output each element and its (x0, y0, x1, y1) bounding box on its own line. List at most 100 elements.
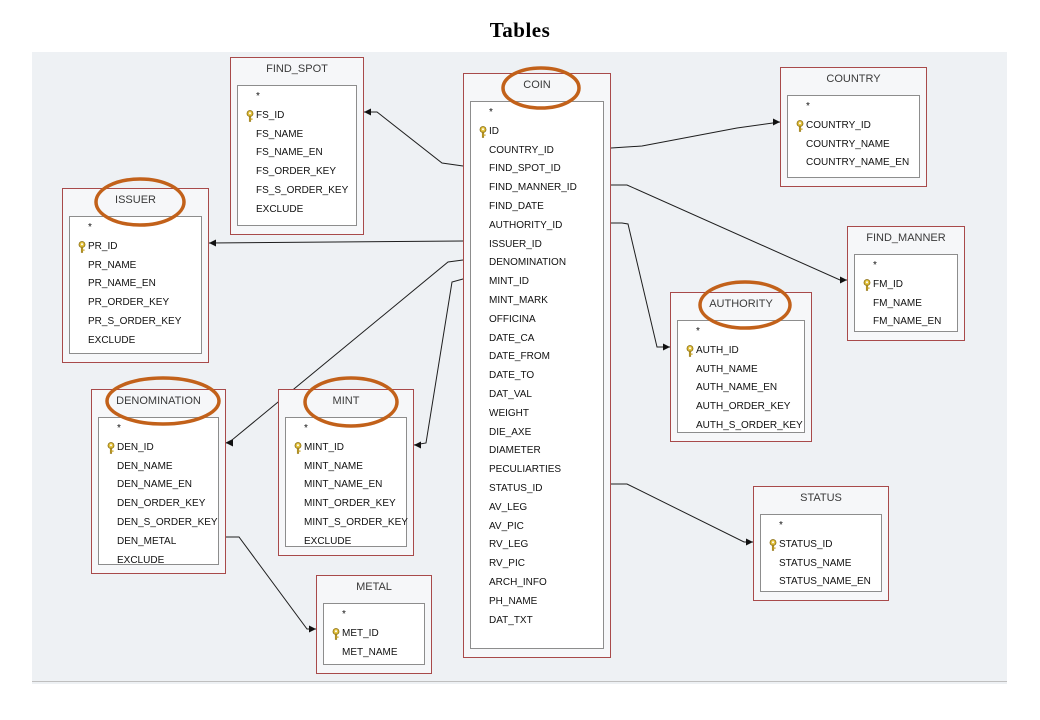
field-label: * (256, 91, 260, 102)
field-label: COUNTRY_NAME_EN (806, 157, 910, 169)
primary-key-icon (332, 627, 340, 640)
primary-key-icon (796, 119, 804, 132)
field-label: * (489, 107, 493, 118)
field-label: PR_ID (88, 240, 118, 252)
table-title: DENOMINATION (116, 395, 201, 407)
field-label: EXCLUDE (117, 554, 165, 566)
field-label: PECULIARTIES (489, 464, 562, 476)
field-label: STATUS_NAME_EN (779, 576, 871, 588)
field-list[interactable]: * MET_ID MET_NAME (323, 603, 425, 665)
arrowhead-coin-country (773, 118, 780, 126)
arrowhead-coin-authority (663, 343, 670, 351)
field-label: * (779, 520, 783, 531)
field-label: DEN_ORDER_KEY (117, 498, 206, 510)
relationship-line-coin-findspot (364, 111, 464, 167)
field-label: * (696, 326, 700, 337)
field-label: AV_PIC (489, 520, 524, 532)
field-label: AUTH_S_ORDER_KEY (696, 420, 803, 431)
table-title: STATUS (800, 492, 842, 504)
arrowhead-coin-status (746, 538, 753, 546)
primary-key-icon (863, 278, 871, 291)
field-label: PR_ORDER_KEY (88, 297, 170, 309)
scrollbar-area[interactable] (32, 681, 1007, 688)
field-label: STATUS_ID (489, 483, 543, 494)
field-label: FIND_MANNER_ID (489, 182, 577, 194)
table-title: ISSUER (115, 194, 156, 206)
relationship-line-coin-authority (611, 222, 670, 348)
field-label: FIND_DATE (489, 201, 544, 212)
primary-key-icon (686, 344, 694, 357)
field-label: MINT_ID (489, 276, 529, 288)
table-title: AUTHORITY (709, 298, 773, 310)
field-label: DEN_S_ORDER_KEY (117, 517, 218, 528)
field-label: RV_LEG (489, 539, 529, 551)
field-label: COUNTRY_NAME (806, 138, 890, 150)
table-find-manner[interactable]: FIND_MANNER * FM_ID FM_NAME FM_NAME_EN (847, 226, 965, 341)
primary-key-icon (479, 125, 487, 138)
field-list[interactable]: * FM_ID FM_NAME FM_NAME_EN (854, 254, 958, 332)
field-label: MET_NAME (342, 646, 398, 658)
arrowhead-coin-mint (414, 441, 421, 449)
field-label: AUTH_NAME_EN (696, 382, 778, 394)
field-label: PH_NAME (489, 595, 538, 607)
field-label: FM_ID (873, 278, 903, 290)
field-label: DEN_ID (117, 441, 154, 453)
field-label: FIND_SPOT_ID (489, 163, 561, 175)
field-label: ARCH_INFO (489, 577, 547, 588)
field-label: AV_LEG (489, 501, 528, 513)
table-title: COUNTRY (826, 73, 881, 85)
table-title: METAL (356, 581, 392, 593)
field-label: * (117, 423, 121, 434)
primary-key-icon (107, 441, 115, 454)
field-label: MINT_ORDER_KEY (304, 498, 396, 510)
table-metal[interactable]: METAL * MET_ID MET_NAME (316, 575, 432, 674)
table-title: FIND_MANNER (866, 232, 946, 244)
field-label: STATUS_ID (779, 538, 833, 550)
field-label: MINT_ID (304, 441, 344, 453)
field-label: MET_ID (342, 627, 379, 639)
field-label: FS_NAME (256, 128, 304, 140)
field-label: * (342, 609, 346, 620)
field-label: * (806, 101, 810, 112)
field-label: FS_NAME_EN (256, 147, 323, 159)
field-label: * (873, 260, 877, 271)
arrowhead-den-metal (309, 625, 316, 633)
field-label: * (304, 423, 308, 434)
field-label: MINT_NAME (304, 460, 363, 472)
field-label: MINT_S_ORDER_KEY (304, 517, 408, 528)
field-label: AUTH_ORDER_KEY (696, 401, 791, 413)
page-title: Tables (489, 18, 551, 42)
field-label: EXCLUDE (256, 203, 304, 215)
relationship-line-coin-country (610, 121, 781, 149)
field-label: AUTH_ID (696, 344, 739, 356)
field-label: COUNTRY_ID (489, 144, 554, 156)
table-title: MINT (332, 395, 360, 407)
primary-key-icon (78, 240, 86, 253)
arrowhead-coin-denomination (226, 439, 233, 447)
primary-key-icon (294, 441, 302, 454)
field-label: FM_NAME (873, 297, 922, 309)
field-label: FM_NAME_EN (873, 316, 942, 328)
field-label: FS_S_ORDER_KEY (256, 185, 349, 196)
field-label: DIE_AXE (489, 426, 532, 438)
field-label: FS_ORDER_KEY (256, 166, 337, 178)
relationship-line-coin-findmanner (611, 184, 847, 281)
field-label: DAT_VAL (489, 389, 532, 400)
